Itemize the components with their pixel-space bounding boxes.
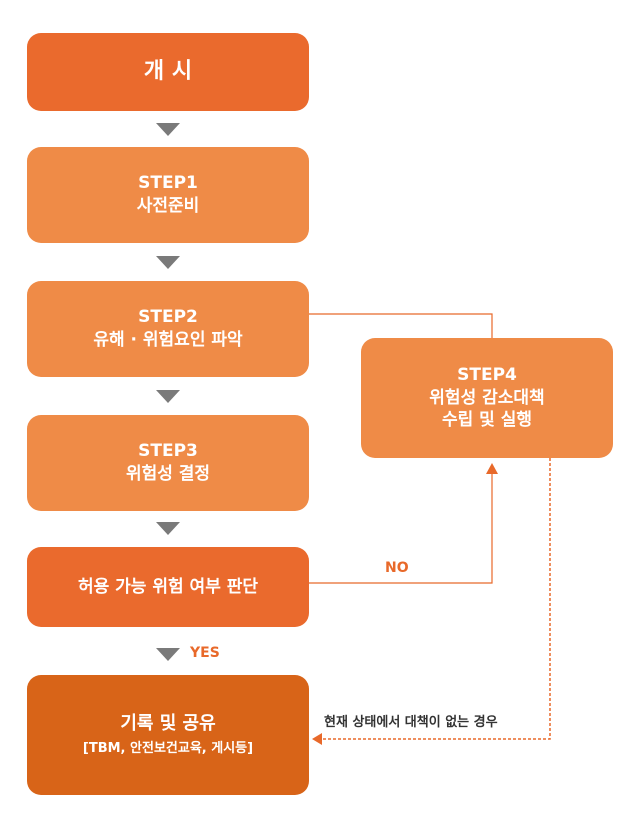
connector-step2-step4 (309, 313, 493, 338)
step4-line1: 위험성 감소대책 (429, 387, 545, 408)
connector-fallback-arrowhead (312, 733, 322, 745)
arrow-down-icon (156, 123, 180, 136)
step1-label: 사전준비 (136, 196, 200, 216)
fallback-label: 현재 상태에서 대책이 없는 경우 (324, 715, 498, 730)
step4-line2: 수립 및 실행 (441, 410, 533, 431)
step1-node: STEP1 사전준비 (27, 147, 309, 243)
step4-node: STEP4 위험성 감소대책 수립 및 실행 (361, 338, 613, 458)
record-label: 기록 및 공유 (120, 713, 216, 735)
record-node: 기록 및 공유 [TBM, 안전보건교육, 게시등] (27, 675, 309, 795)
arrow-down-icon (156, 256, 180, 269)
decision-node: 허용 가능 위험 여부 판단 (27, 547, 309, 627)
yes-label: YES (190, 645, 220, 661)
connector-fallback-path (322, 458, 551, 740)
decision-label: 허용 가능 위험 여부 판단 (77, 576, 259, 597)
step1-title: STEP1 (138, 173, 198, 194)
step3-label: 위험성 결정 (125, 464, 211, 484)
step2-node: STEP2 유해 · 위험요인 파악 (27, 281, 309, 377)
no-label: NO (385, 560, 409, 576)
step4-title: STEP4 (457, 364, 517, 385)
connector-no-arrowhead (486, 463, 498, 474)
start-label: 개 시 (143, 59, 193, 85)
arrow-down-icon (156, 390, 180, 403)
connector-no-path (309, 472, 493, 584)
step2-label: 유해 · 위험요인 파악 (93, 330, 243, 350)
record-sub-label: [TBM, 안전보건교육, 게시등] (82, 741, 254, 757)
arrow-down-icon (156, 522, 180, 535)
start-node: 개 시 (27, 33, 309, 111)
step2-title: STEP2 (138, 307, 198, 328)
arrow-down-icon (156, 648, 180, 661)
step3-title: STEP3 (138, 441, 198, 462)
step3-node: STEP3 위험성 결정 (27, 415, 309, 511)
